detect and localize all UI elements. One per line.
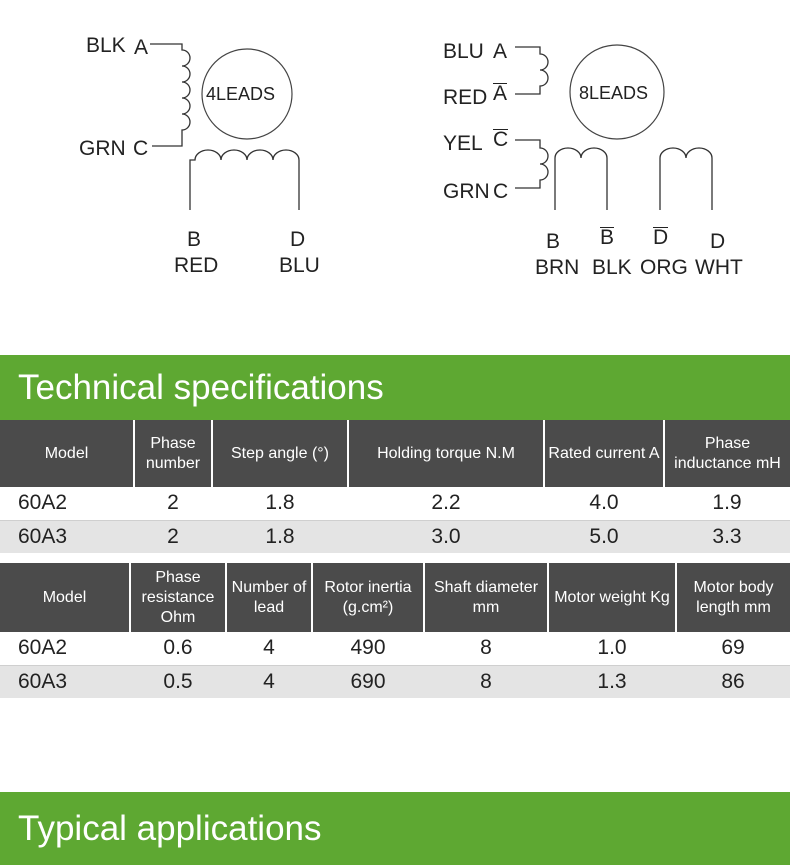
cell-rotor-inertia: 690: [312, 665, 424, 698]
cell-rated-current: 4.0: [544, 487, 664, 521]
cell-motor-weight: 1.3: [548, 665, 676, 698]
wire8-left-3-terminal: C: [493, 180, 509, 203]
cell-model: 60A3: [0, 665, 130, 698]
wire-d-color: BLU: [279, 254, 320, 277]
wire-d-terminal: D: [290, 228, 306, 251]
header-phase-number: Phase number: [134, 420, 213, 487]
wire8-bottom-3-terminal: D: [710, 230, 726, 253]
wire8-left-0-color: BLU: [443, 40, 484, 63]
cell-number-of-lead: 4: [226, 665, 312, 698]
header-holding-torque: Holding torque N.M: [348, 420, 545, 487]
rotor-circle-4: [201, 48, 293, 140]
table-header-row: Model Phase number Step angle (°) Holdin…: [0, 420, 790, 487]
cell-motor-body-length: 69: [676, 632, 790, 666]
cell-phase-resistance: 0.6: [130, 632, 226, 666]
wire-b-color: RED: [174, 254, 219, 277]
rotor-circle-8: [569, 44, 665, 140]
section-title-typical-applications: Typical applications: [0, 792, 790, 865]
wire8-left-2-color: YEL: [443, 132, 483, 155]
header-step-angle: Step angle (°): [212, 420, 349, 487]
section-title-text: Technical specifications: [18, 367, 384, 407]
cell-rated-current: 5.0: [544, 520, 664, 553]
header-number-of-lead: Number of lead: [226, 563, 313, 632]
cell-phase-resistance: 0.5: [130, 665, 226, 698]
cell-shaft-diameter: 8: [424, 632, 548, 666]
cell-motor-body-length: 86: [676, 665, 790, 698]
table-row: 60A3 2 1.8 3.0 5.0 3.3: [0, 520, 790, 553]
header-motor-body-length: Motor body length mm: [676, 563, 790, 632]
header-motor-weight: Motor weight Kg: [548, 563, 677, 632]
wire8-bottom-3-color: WHT: [695, 256, 743, 279]
cell-rotor-inertia: 490: [312, 632, 424, 666]
wire-b-terminal: B: [187, 228, 202, 251]
wire8-bottom-2-color: ORG: [640, 256, 688, 279]
wire-a-color: BLK: [86, 34, 126, 57]
diagram-8-title: 8LEADS: [579, 83, 649, 103]
section-title-text: Typical applications: [18, 808, 322, 848]
cell-phase-inductance: 3.3: [664, 520, 790, 553]
wire-a-terminal: A: [134, 36, 149, 59]
cell-model: 60A2: [0, 487, 134, 521]
wire8-left-3-color: GRN: [443, 180, 490, 203]
wire8-bottom-0-color: BRN: [535, 256, 580, 279]
cell-shaft-diameter: 8: [424, 665, 548, 698]
cell-step-angle: 1.8: [212, 487, 348, 521]
cell-phase-inductance: 1.9: [664, 487, 790, 521]
cell-holding-torque: 2.2: [348, 487, 544, 521]
header-phase-resistance: Phase resistance Ohm: [130, 563, 227, 632]
cell-number-of-lead: 4: [226, 632, 312, 666]
cell-step-angle: 1.8: [212, 520, 348, 553]
wire8-left-0-terminal: A: [493, 40, 508, 63]
table-row: 60A2 0.6 4 490 8 1.0 69: [0, 632, 790, 666]
wire8-left-1-terminal: A: [493, 82, 508, 105]
spec-table-2: Model Phase resistance Ohm Number of lea…: [0, 563, 790, 698]
wiring-lines: [150, 43, 713, 210]
cell-holding-torque: 3.0: [348, 520, 544, 553]
spec-table-1: Model Phase number Step angle (°) Holdin…: [0, 420, 790, 553]
wire-c-terminal: C: [133, 137, 149, 160]
wire8-left-2-terminal: C: [493, 128, 509, 151]
wire8-bottom-1-color: BLK: [592, 256, 632, 279]
wire8-left-1-color: RED: [443, 86, 488, 109]
cell-model: 60A2: [0, 632, 130, 666]
section-title-technical-specifications: Technical specifications: [0, 355, 790, 420]
header-rotor-inertia: Rotor inertia (g.cm²): [312, 563, 425, 632]
table-row: 60A3 0.5 4 690 8 1.3 86: [0, 665, 790, 698]
cell-phase-number: 2: [134, 487, 212, 521]
table-header-row: Model Phase resistance Ohm Number of lea…: [0, 563, 790, 632]
header-model: Model: [0, 563, 131, 632]
wiring-diagrams: 4LEADS BLK A GRN C B RED D BLU 8LEADS BL…: [0, 0, 790, 330]
wire-c-color: GRN: [79, 137, 126, 160]
wire8-bottom-1-terminal: B: [600, 226, 615, 249]
cell-motor-weight: 1.0: [548, 632, 676, 666]
header-shaft-diameter: Shaft diameter mm: [424, 563, 549, 632]
header-rated-current: Rated current A: [544, 420, 665, 487]
diagram-4-title: 4LEADS: [206, 84, 276, 104]
header-phase-inductance: Phase inductance mH: [664, 420, 790, 487]
cell-phase-number: 2: [134, 520, 212, 553]
cell-model: 60A3: [0, 520, 134, 553]
header-model: Model: [0, 420, 135, 487]
table-row: 60A2 2 1.8 2.2 4.0 1.9: [0, 487, 790, 521]
wire8-bottom-2-terminal: D: [653, 226, 669, 249]
wire8-bottom-0-terminal: B: [546, 230, 561, 253]
